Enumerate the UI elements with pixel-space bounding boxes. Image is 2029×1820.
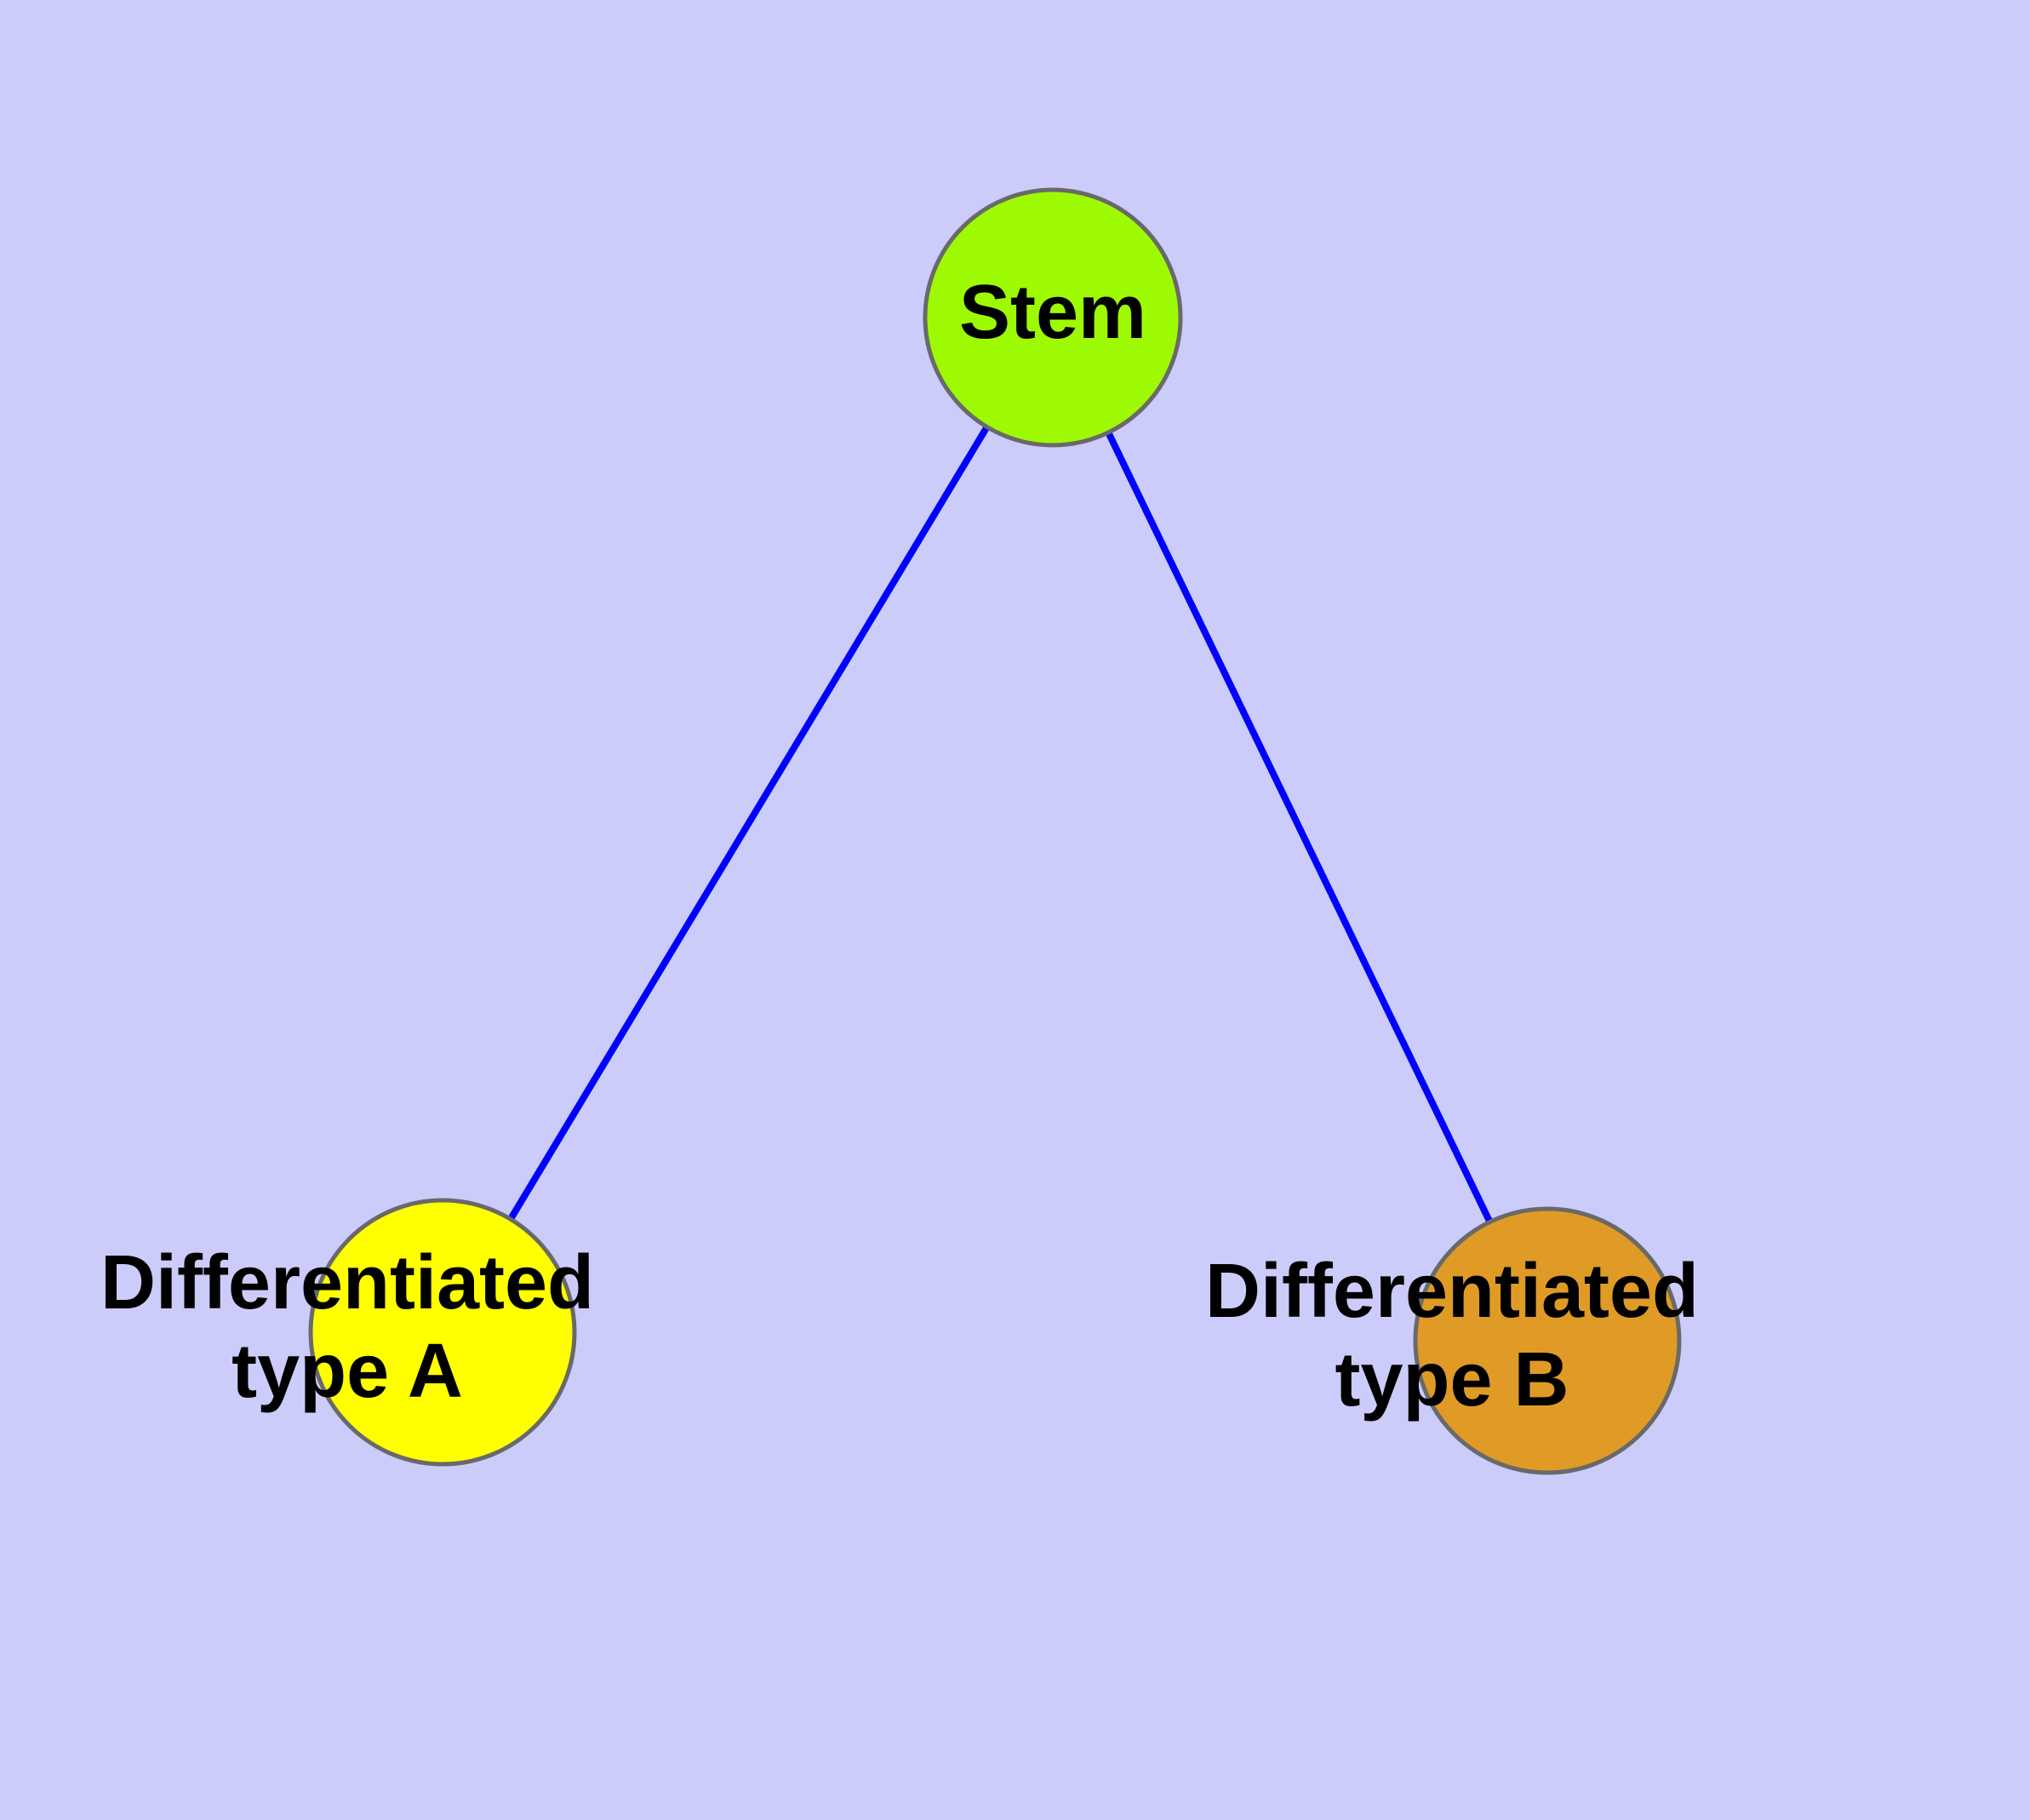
- node-label-line: type A: [231, 1329, 463, 1414]
- node-label-line: Stem: [959, 270, 1146, 355]
- node-label-line: Differentiated: [100, 1240, 594, 1325]
- node-stem[interactable]: Stem: [923, 187, 1183, 448]
- edge-stem-to-b[interactable]: [1049, 316, 1551, 1342]
- edges-layer: [439, 315, 1551, 1342]
- node-circle-stem[interactable]: [923, 187, 1183, 448]
- node-circle-diff_b[interactable]: [1413, 1206, 1682, 1475]
- edge-stem-to-a[interactable]: [439, 315, 1056, 1335]
- node-circle-diff_a[interactable]: [308, 1198, 577, 1467]
- node-label-stem: Stem: [959, 270, 1146, 355]
- node-label-line: type B: [1335, 1337, 1569, 1422]
- node-label-line: Differentiated: [1205, 1249, 1699, 1334]
